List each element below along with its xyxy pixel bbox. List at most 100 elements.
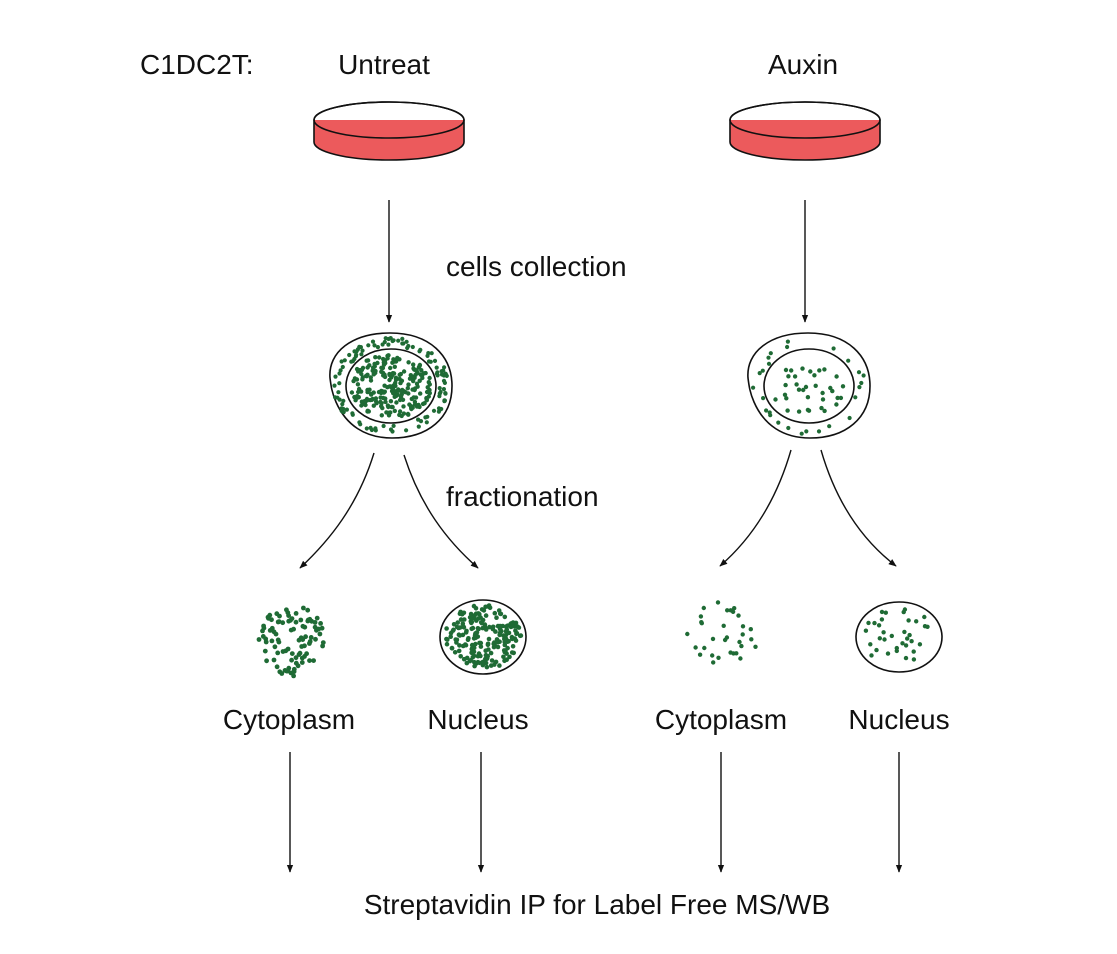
protein-dot bbox=[439, 372, 444, 377]
protein-dot bbox=[685, 631, 690, 637]
protein-dot bbox=[316, 626, 322, 632]
protein-dot bbox=[341, 398, 346, 403]
protein-dot bbox=[333, 374, 338, 379]
protein-dot bbox=[513, 638, 519, 643]
protein-dot bbox=[349, 390, 355, 395]
protein-dot bbox=[445, 637, 450, 642]
protein-dot bbox=[796, 387, 802, 392]
protein-dot bbox=[379, 369, 384, 374]
protein-dot bbox=[303, 634, 308, 640]
protein-dot bbox=[296, 652, 302, 657]
protein-dot bbox=[354, 352, 359, 357]
protein-dot bbox=[423, 415, 428, 420]
protein-dot bbox=[444, 641, 450, 647]
culture-dish-untreat bbox=[313, 101, 465, 161]
protein-dot bbox=[456, 648, 462, 654]
protein-dot bbox=[389, 404, 394, 410]
protein-dot bbox=[410, 405, 415, 410]
protein-dot bbox=[428, 359, 433, 364]
protein-dot bbox=[469, 650, 474, 656]
protein-dot bbox=[373, 368, 378, 374]
protein-dot bbox=[479, 620, 485, 626]
protein-dot bbox=[451, 622, 457, 627]
protein-dot bbox=[812, 373, 817, 378]
protein-dot bbox=[405, 411, 411, 417]
protein-dot bbox=[820, 397, 826, 402]
protein-dot bbox=[764, 408, 769, 413]
protein-dot bbox=[344, 407, 349, 412]
protein-dot bbox=[804, 429, 809, 434]
protein-dot bbox=[392, 364, 397, 369]
protein-dot bbox=[699, 621, 704, 626]
protein-dot bbox=[488, 650, 494, 656]
protein-dot bbox=[381, 423, 386, 429]
protein-dot bbox=[803, 384, 809, 390]
fractionation-arrow-nucleus-auxin bbox=[820, 449, 897, 567]
protein-dot bbox=[307, 658, 312, 663]
protein-dot bbox=[403, 390, 408, 395]
protein-dot bbox=[776, 420, 781, 425]
protein-dot bbox=[272, 644, 278, 650]
whole-cell-auxin bbox=[747, 332, 871, 439]
protein-dot bbox=[785, 339, 791, 344]
protein-dot bbox=[477, 660, 482, 666]
protein-dot bbox=[456, 625, 461, 631]
protein-dot bbox=[425, 385, 430, 390]
fractionation-arrow-cytoplasm-untreat bbox=[299, 452, 375, 569]
nuclear-envelope bbox=[855, 601, 943, 673]
protein-dot bbox=[355, 382, 361, 387]
protein-dot bbox=[369, 397, 375, 402]
protein-dot bbox=[448, 634, 454, 639]
protein-dot bbox=[368, 425, 373, 430]
protein-dot bbox=[351, 378, 356, 384]
protein-dot bbox=[397, 372, 402, 377]
protein-dot bbox=[906, 618, 911, 623]
protein-dot bbox=[339, 406, 344, 411]
protein-dot bbox=[372, 343, 377, 348]
protein-dot bbox=[377, 355, 382, 360]
protein-dot bbox=[466, 636, 471, 641]
protein-dot bbox=[340, 402, 345, 407]
whole-cell-untreat bbox=[329, 332, 453, 439]
protein-dot bbox=[262, 648, 268, 654]
protein-dot bbox=[274, 611, 280, 617]
protein-dot bbox=[432, 358, 438, 363]
protein-dot bbox=[410, 344, 415, 350]
protein-dot bbox=[379, 413, 384, 418]
protein-dot bbox=[386, 404, 391, 410]
protein-dot bbox=[401, 341, 406, 346]
protein-dot bbox=[261, 625, 267, 631]
protein-dot bbox=[881, 630, 886, 635]
protein-dot bbox=[722, 637, 728, 643]
protein-dot bbox=[472, 613, 477, 619]
protein-dot bbox=[799, 431, 804, 436]
protein-dot bbox=[373, 428, 378, 433]
fractionation-arrow-nucleus-untreat bbox=[403, 454, 479, 569]
protein-dot bbox=[502, 637, 508, 643]
protein-dot bbox=[506, 630, 512, 636]
protein-dot bbox=[314, 615, 320, 621]
protein-dot bbox=[785, 408, 790, 413]
protein-dot bbox=[909, 639, 914, 644]
protein-dots bbox=[444, 603, 524, 670]
protein-dot bbox=[879, 609, 885, 615]
protein-dot bbox=[291, 666, 297, 672]
protein-dot bbox=[481, 661, 486, 666]
protein-dot bbox=[468, 619, 474, 624]
protein-dot bbox=[444, 373, 449, 378]
protein-dot bbox=[406, 343, 411, 349]
protein-dot bbox=[900, 641, 905, 646]
protein-dot bbox=[813, 383, 818, 388]
protein-dot bbox=[293, 611, 299, 616]
protein-dot bbox=[840, 384, 846, 389]
protein-dot bbox=[498, 611, 503, 617]
protein-dot bbox=[492, 610, 498, 616]
protein-dot bbox=[847, 415, 852, 421]
protein-dot bbox=[495, 639, 501, 645]
protein-dot bbox=[501, 654, 506, 660]
protein-dot bbox=[702, 645, 707, 651]
protein-dot bbox=[417, 378, 422, 383]
protein-dot bbox=[355, 395, 360, 400]
condition-label-untreat: Untreat bbox=[338, 49, 430, 80]
